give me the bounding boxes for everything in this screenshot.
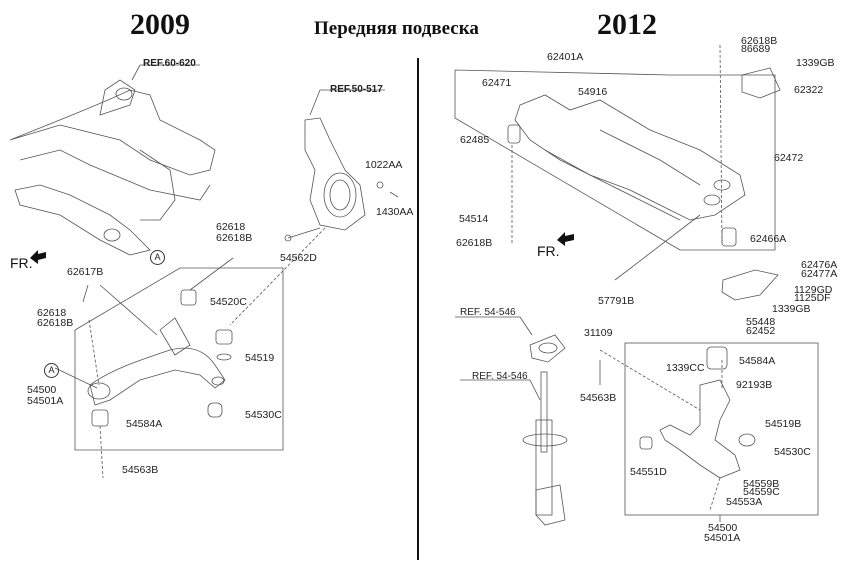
part-label: 1339GB xyxy=(772,303,811,315)
part-label: 54501A xyxy=(704,532,741,544)
part-label: 1125DF xyxy=(794,292,831,304)
part-label: 62401A xyxy=(547,51,584,63)
part-label: 54559C xyxy=(743,486,780,498)
part-label: 62618B xyxy=(741,35,778,47)
part-label: 62466A xyxy=(750,233,787,245)
right-strut-drawing xyxy=(455,316,701,526)
part-label: 54584A xyxy=(126,418,163,430)
part-label: 54559B xyxy=(743,478,780,490)
part-label: 1129GD xyxy=(794,284,833,296)
ref-label: REF. 54-546 xyxy=(460,307,516,318)
right-lower-arm-drawing xyxy=(639,346,756,522)
left-subframe-drawing xyxy=(9,64,216,256)
part-label: 1022AA xyxy=(365,159,403,171)
part-label: 54530C xyxy=(774,446,811,458)
ref-label: REF. 54-546 xyxy=(472,371,528,382)
right-crossmember-drawing xyxy=(507,44,781,301)
page-title: Передняя подвеска xyxy=(314,18,479,39)
left-lower-arm-drawing xyxy=(54,257,234,479)
part-label: 62617B xyxy=(67,266,104,278)
fr-arrow-right xyxy=(557,232,574,246)
part-label: 54584A xyxy=(739,355,776,367)
part-label: 1339CC xyxy=(666,362,705,374)
part-label: 62618B xyxy=(216,232,253,244)
right-arm-group-box xyxy=(624,342,819,516)
part-label: 62618 xyxy=(37,307,67,319)
part-label: 62476A xyxy=(801,259,838,271)
ref-label: REF.60-620 xyxy=(143,58,196,69)
part-label: 62472 xyxy=(774,152,804,164)
marker-a: A xyxy=(150,250,165,265)
fr-label: FR. xyxy=(10,255,33,271)
part-label: 54519 xyxy=(245,352,275,364)
part-label: 62322 xyxy=(794,84,824,96)
part-label: 54553A xyxy=(726,496,763,508)
part-label: 54519B xyxy=(765,418,802,430)
part-label: 1430AA xyxy=(376,206,414,218)
part-label: 54530C xyxy=(245,409,282,421)
left-knuckle-drawing xyxy=(229,89,399,326)
part-label: 54500 xyxy=(708,522,738,534)
right-year-heading: 2012 xyxy=(597,8,657,41)
part-label: 92193B xyxy=(736,379,773,391)
part-label: 54520C xyxy=(210,296,247,308)
part-label: 62471 xyxy=(482,77,512,89)
left-arm-group-box xyxy=(74,267,284,451)
part-label: 62618 xyxy=(216,221,246,233)
part-label: 31109 xyxy=(584,327,613,339)
part-label: 54563B xyxy=(580,392,617,404)
part-label: 55448 xyxy=(746,316,776,328)
part-label: 54563B xyxy=(122,464,159,476)
ref-label: REF.50-517 xyxy=(330,84,383,95)
part-label: 54916 xyxy=(578,86,608,98)
part-label: 57791B xyxy=(598,295,635,307)
part-label: 62452 xyxy=(746,325,776,337)
left-year-heading: 2009 xyxy=(130,8,190,41)
marker-a: A xyxy=(44,363,59,378)
right-crossmember-box xyxy=(454,69,776,251)
part-label: 54551D xyxy=(630,466,667,478)
part-label: 54501A xyxy=(27,395,64,407)
fr-label: FR. xyxy=(537,243,560,259)
part-label: 62477A xyxy=(801,268,838,280)
part-label: 54562D xyxy=(280,252,317,264)
part-label: 62618B xyxy=(37,317,74,329)
part-label: 54514 xyxy=(459,213,489,225)
part-label: 62618B xyxy=(456,237,493,249)
part-label: 62485 xyxy=(460,134,490,146)
part-label: 1339GB xyxy=(796,57,835,69)
fr-arrow-left xyxy=(30,250,46,264)
part-label: 54500 xyxy=(27,384,57,396)
part-label: 86689 xyxy=(741,43,771,55)
